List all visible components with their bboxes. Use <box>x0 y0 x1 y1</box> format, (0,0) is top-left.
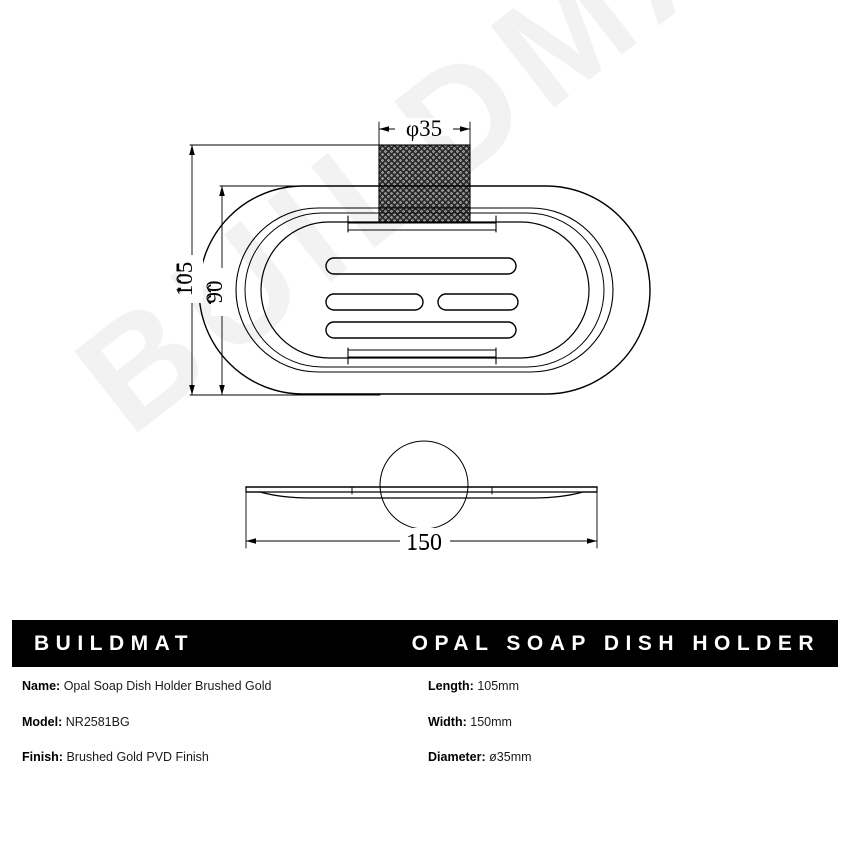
title-band: BUILDMAT OPAL SOAP DISH HOLDER <box>12 620 838 667</box>
spec-value-width: 150mm <box>470 714 512 729</box>
spec-value-finish: Brushed Gold PVD Finish <box>66 750 209 764</box>
spec-row-length: Length: 105mm <box>428 680 808 693</box>
oval-body-outline <box>198 185 651 395</box>
brand-name: BUILDMAT <box>34 631 195 655</box>
spec-value-model: NR2581BG <box>65 714 130 729</box>
spec-column-right: Length: 105mm Width: 150mm Diameter: ø35… <box>428 680 808 787</box>
spec-label-length: Length: <box>428 679 474 693</box>
spec-label-diameter: Diameter: <box>428 750 486 764</box>
spec-label-width: Width: <box>428 714 467 729</box>
spec-value-name: Opal Soap Dish Holder Brushed Gold <box>63 679 272 693</box>
oval-inner-rim <box>235 207 614 373</box>
knurled-stem <box>378 144 471 223</box>
rim-tangent-lines <box>347 215 497 365</box>
spec-label-name: Name: <box>22 679 61 693</box>
spec-value-diameter: ø35mm <box>489 750 532 764</box>
technical-drawing: φ35 105 90 150 φ35 105 90 150 <box>172 114 651 556</box>
mask-105 <box>181 255 203 303</box>
mask-90 <box>211 268 233 316</box>
spec-row-name: Name: Opal Soap Dish Holder Brushed Gold <box>22 680 422 693</box>
dimension-text-diameter-35: φ35 <box>406 116 442 141</box>
oval-recess-outline <box>244 212 605 368</box>
spec-row-diameter: Diameter: ø35mm <box>428 751 808 764</box>
spec-row-model: Model: NR2581BG <box>22 714 422 729</box>
page-title: OPAL SOAP DISH HOLDER <box>411 631 820 655</box>
spec-column-left: Name: Opal Soap Dish Holder Brushed Gold… <box>22 680 422 787</box>
dimension-text-width-150: 150 <box>406 530 442 556</box>
mask-150 <box>400 528 450 548</box>
spec-label-model: Model: <box>22 714 63 729</box>
mask-d35 <box>395 118 453 136</box>
spec-row-finish: Finish: Brushed Gold PVD Finish <box>22 751 422 764</box>
elevation-stem-circle <box>379 440 469 530</box>
drainage-slots <box>325 257 519 339</box>
spec-label-finish: Finish: <box>22 750 63 764</box>
oval-dish-floor <box>260 221 590 359</box>
spec-table: Name: Opal Soap Dish Holder Brushed Gold… <box>0 680 850 820</box>
spec-row-width: Width: 150mm <box>428 714 808 729</box>
dimension-text-height-90: 90 <box>202 281 227 304</box>
spec-value-length: 105mm <box>477 679 519 693</box>
elevation-plate-profile <box>245 486 598 499</box>
dimension-text-height-105: 105 <box>172 262 197 297</box>
